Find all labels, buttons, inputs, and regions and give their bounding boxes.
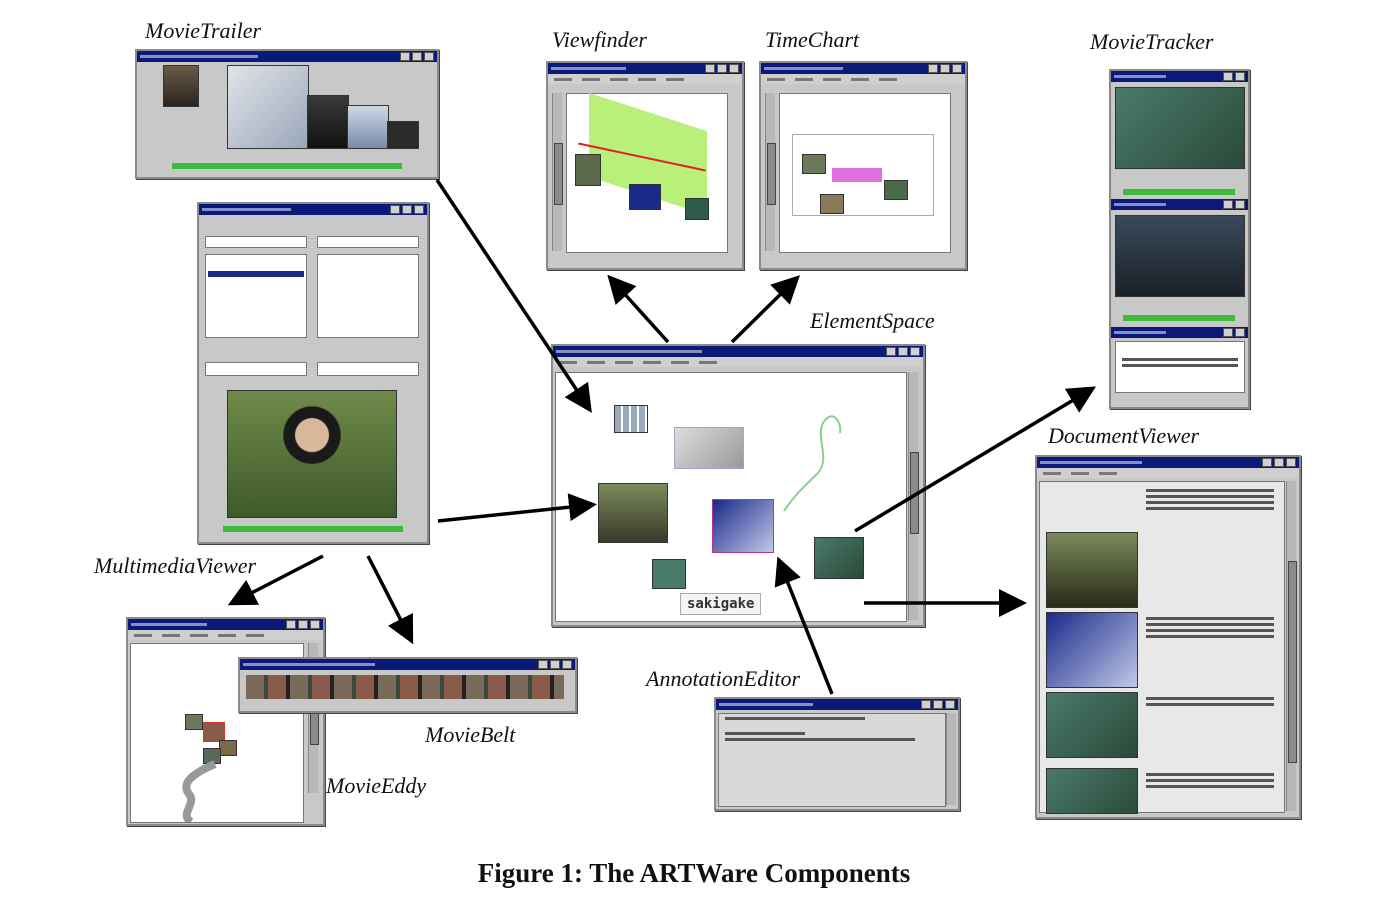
movie-belt-strip[interactable] <box>246 675 564 699</box>
doc-photo-screen <box>1046 612 1138 688</box>
movie-tracker-frame-1 <box>1115 87 1245 169</box>
label-document-viewer: DocumentViewer <box>1048 423 1200 448</box>
label-movie-tracker: MovieTracker <box>1090 29 1214 54</box>
multimedia-viewer-progress[interactable] <box>223 526 403 532</box>
figure-caption: Figure 1: The ARTWare Components <box>477 858 911 888</box>
element-green-path <box>783 415 842 512</box>
movie-trailer-titlebar[interactable] <box>137 51 437 62</box>
doc-photo-woman <box>1046 532 1138 608</box>
directory-tree[interactable] <box>317 254 419 338</box>
arrow-space-to-tracker <box>854 386 1097 533</box>
movie-tracker-progress-2[interactable] <box>1123 315 1235 321</box>
movie-tracker-frame-2 <box>1115 215 1245 297</box>
element-text-sakigake[interactable]: sakigake <box>680 593 762 615</box>
label-element-space: ElementSpace <box>810 308 935 333</box>
doc-photo-tracker-2 <box>1046 768 1138 814</box>
arrow-trailer-to-space <box>435 179 592 413</box>
movie-eddy-window[interactable] <box>126 617 325 826</box>
viewfinder-titlebar[interactable] <box>548 63 742 74</box>
viewfinder-canvas[interactable] <box>566 92 728 253</box>
movie-tracker-info-pane <box>1115 341 1245 393</box>
element-tracker-thumb[interactable] <box>814 537 864 579</box>
arrow-space-to-timechart <box>730 275 800 344</box>
element-small-screenshot[interactable] <box>652 559 686 589</box>
label-movie-belt: MovieBelt <box>425 722 516 747</box>
label-movie-eddy: MovieEddy <box>326 773 427 798</box>
document-viewer-window[interactable] <box>1035 455 1301 819</box>
movie-tracker-titlebar-2[interactable] <box>1111 199 1248 210</box>
element-photo-woman[interactable] <box>598 483 668 543</box>
movie-tracker-titlebar-1[interactable] <box>1111 71 1248 82</box>
arrow-viewer-to-belt <box>366 555 414 645</box>
file-type-select[interactable] <box>205 362 307 376</box>
video-frame-woman <box>227 390 397 518</box>
movie-trailer-frame-dark <box>387 121 419 149</box>
viewfinder-window[interactable] <box>546 61 744 270</box>
directory-field[interactable] <box>317 236 419 248</box>
multimedia-viewer-titlebar[interactable] <box>199 204 427 215</box>
document-viewer-titlebar[interactable] <box>1037 457 1299 468</box>
file-name-field[interactable] <box>205 236 307 248</box>
element-space-window[interactable]: sakigake <box>551 344 925 627</box>
timechart-titlebar[interactable] <box>761 63 965 74</box>
timechart-canvas[interactable] <box>779 93 951 253</box>
label-movie-trailer: MovieTrailer <box>145 18 262 43</box>
document-viewer-scrollbar[interactable] <box>1286 481 1297 811</box>
arrow-viewer-to-eddy <box>227 554 324 606</box>
label-multimedia-viewer: MultimediaViewer <box>94 553 257 578</box>
movie-tracker-titlebar-3[interactable] <box>1111 327 1248 338</box>
element-grid-icon[interactable] <box>614 405 648 433</box>
element-space-canvas[interactable]: sakigake <box>555 372 907 622</box>
element-space-titlebar[interactable] <box>553 346 923 357</box>
arrow-space-to-viewfinder <box>607 274 670 344</box>
multimedia-viewer-window[interactable] <box>197 202 429 544</box>
annotation-editor-window[interactable] <box>714 697 960 811</box>
file-list[interactable] <box>205 254 307 338</box>
element-3d-box[interactable] <box>674 427 744 469</box>
movie-tracker-window[interactable] <box>1109 69 1250 409</box>
annotation-editor-scrollbar[interactable] <box>946 713 956 805</box>
movie-trailer-thumb-person <box>163 65 199 107</box>
element-screen-capture[interactable] <box>712 499 774 553</box>
viewfinder-scrollbar[interactable] <box>552 93 563 251</box>
annotation-editor-textarea[interactable] <box>718 713 946 807</box>
annotation-editor-titlebar[interactable] <box>716 699 958 710</box>
movie-belt-titlebar[interactable] <box>240 659 575 670</box>
document-viewer-content <box>1039 481 1285 814</box>
movie-belt-window[interactable] <box>238 657 577 713</box>
arrow-viewer-to-space <box>437 493 597 523</box>
doc-photo-tracker-1 <box>1046 692 1138 758</box>
movie-trailer-progress[interactable] <box>172 163 402 169</box>
drive-select[interactable] <box>317 362 419 376</box>
label-viewfinder: Viewfinder <box>552 27 647 52</box>
movie-trailer-window[interactable] <box>135 49 439 179</box>
movie-trailer-frame-room <box>227 65 309 149</box>
arrow-annotation-to-space <box>774 556 834 695</box>
timechart-window[interactable] <box>759 61 967 270</box>
timechart-scrollbar[interactable] <box>765 93 776 251</box>
label-annotation-editor: AnnotationEditor <box>646 666 800 691</box>
label-time-chart: TimeChart <box>765 27 860 52</box>
movie-eddy-titlebar[interactable] <box>128 619 323 630</box>
movie-tracker-progress-1[interactable] <box>1123 189 1235 195</box>
